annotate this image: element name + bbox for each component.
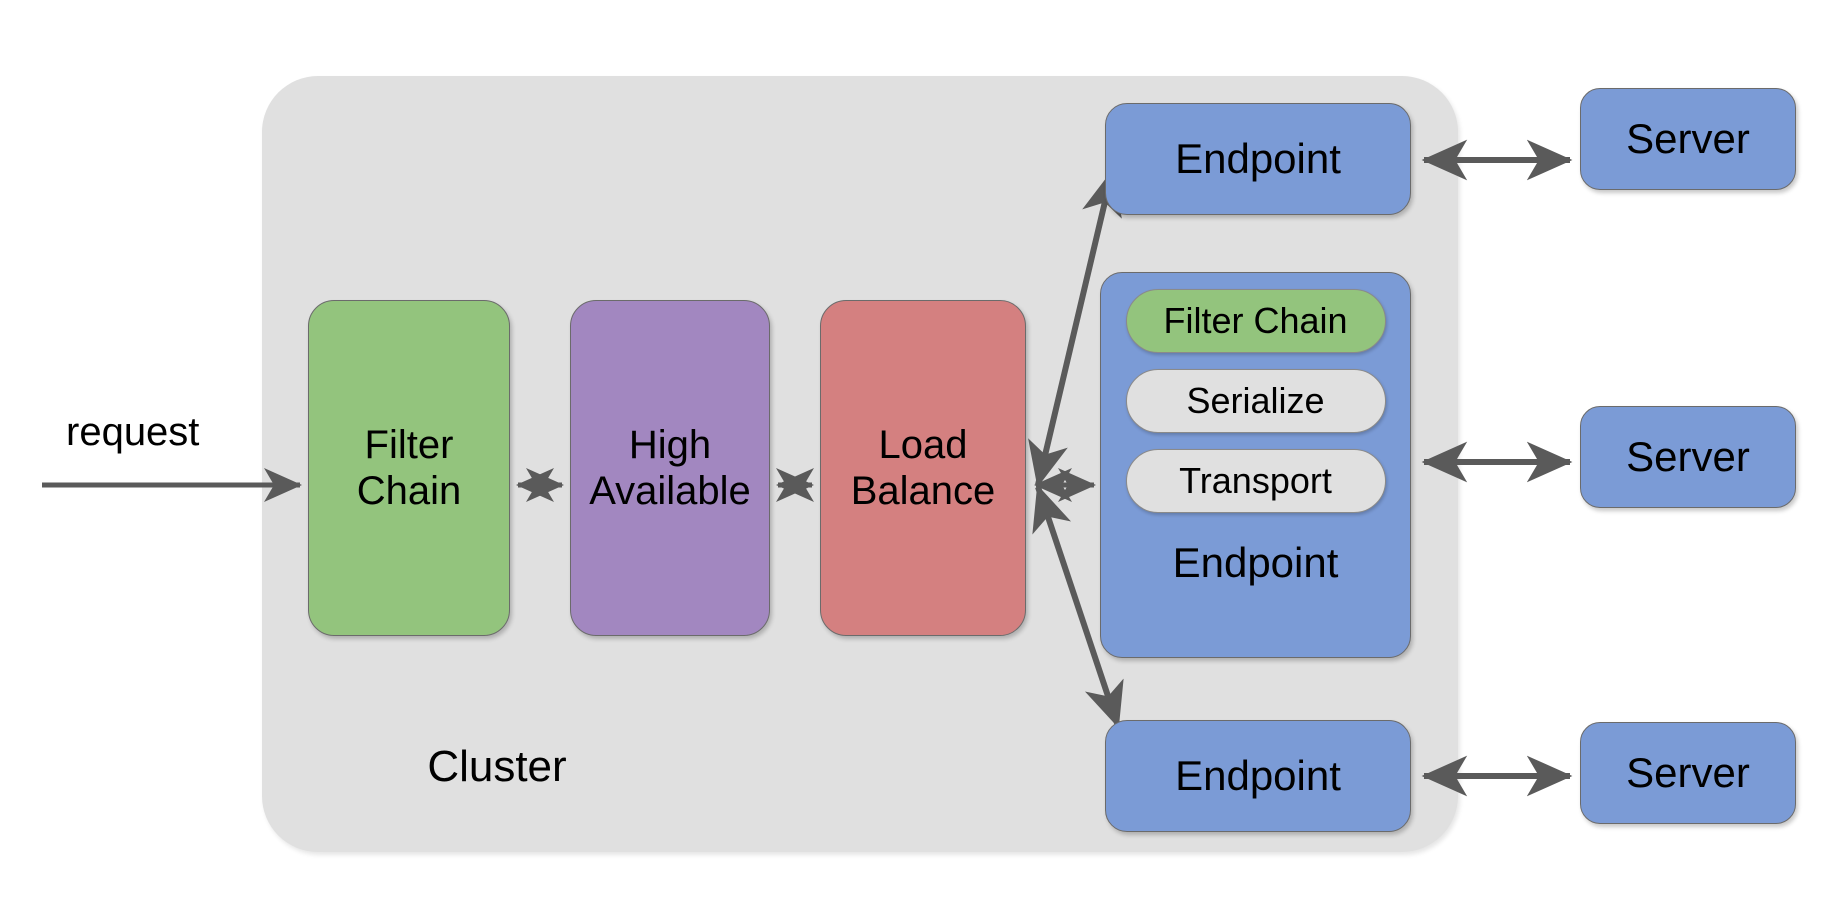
node-endpoint-detail[interactable]: Filter Chain Serialize Transport Endpoin… bbox=[1100, 272, 1411, 658]
chip-filter-chain[interactable]: Filter Chain bbox=[1125, 289, 1386, 353]
request-label: request bbox=[66, 410, 200, 454]
node-high-available[interactable]: High Available bbox=[570, 300, 770, 636]
cluster-label: Cluster bbox=[427, 742, 567, 791]
chip-transport[interactable]: Transport bbox=[1125, 449, 1386, 513]
node-endpoint-detail-label: Endpoint bbox=[1172, 539, 1339, 586]
node-server-2[interactable]: Server bbox=[1580, 406, 1796, 508]
node-endpoint-bottom[interactable]: Endpoint bbox=[1105, 720, 1411, 832]
node-load-balance[interactable]: Load Balance bbox=[820, 300, 1026, 636]
chip-serialize[interactable]: Serialize bbox=[1125, 369, 1386, 433]
node-server-1[interactable]: Server bbox=[1580, 88, 1796, 190]
node-server-3[interactable]: Server bbox=[1580, 722, 1796, 824]
node-endpoint-top[interactable]: Endpoint bbox=[1105, 103, 1411, 215]
node-filter-chain[interactable]: Filter Chain bbox=[308, 300, 510, 636]
